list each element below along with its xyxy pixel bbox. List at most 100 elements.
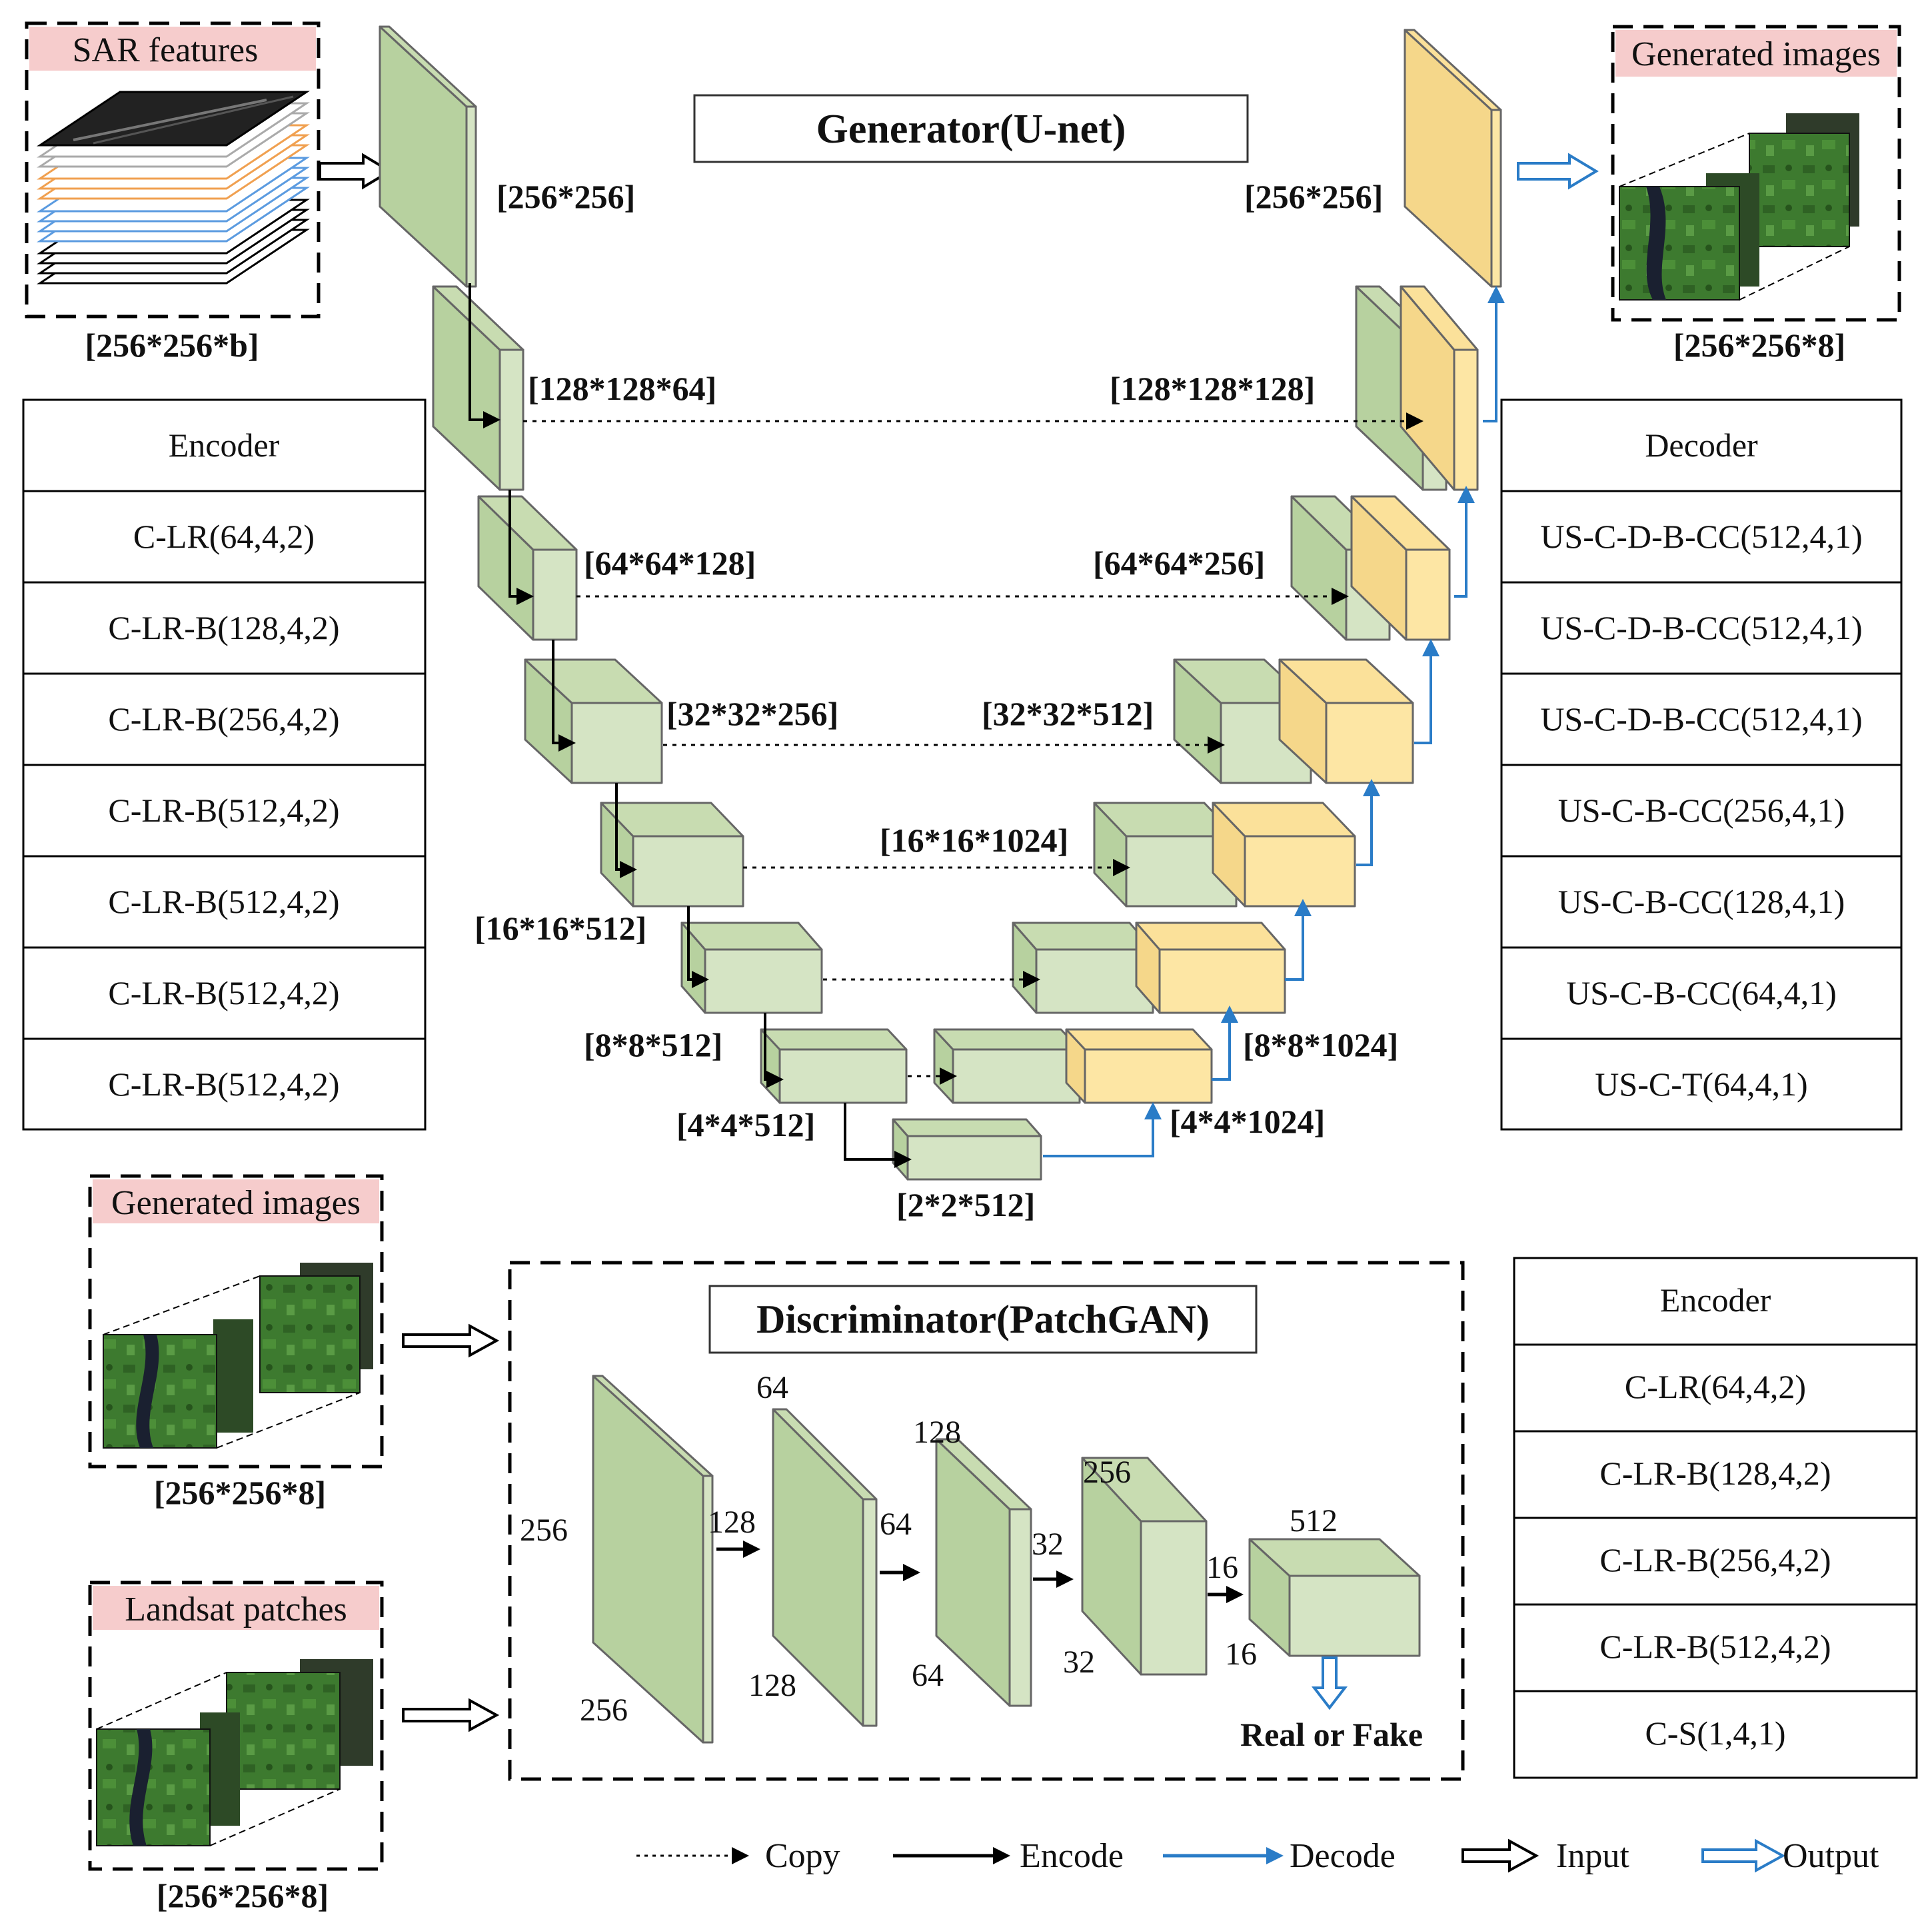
decoder-block-2-front (1405, 548, 1451, 641)
encode-arrow (764, 1013, 784, 1088)
encoder-table: Encoder C-LR(64,4,2) C-LR-B(128,4,2) C-L… (22, 398, 427, 1131)
disc-dim-label: 256 (1083, 1455, 1131, 1490)
disc-input-arrow-2 (402, 1698, 500, 1732)
encode-arrow (687, 906, 709, 988)
encoder-block-5 (680, 922, 823, 1014)
legend-output-label: Output (1783, 1837, 1879, 1875)
disc-dim-label: 256 (520, 1513, 568, 1548)
encoder-input-layer-front (465, 105, 477, 288)
decoder-row: US-C-T(64,4,1) (1595, 1065, 1807, 1103)
decoder-table: Decoder US-C-D-B-CC(512,4,1) US-C-D-B-CC… (1500, 398, 1903, 1131)
decoder-block-5-top (1135, 922, 1286, 951)
discriminator-title: Discriminator(PatchGAN) (756, 1297, 1210, 1341)
disc-layer-4 (1081, 1457, 1208, 1676)
disc-layer-1 (592, 1375, 714, 1744)
encoder-block-2 (477, 495, 578, 641)
disc-layer-1-side (592, 1375, 704, 1744)
encoder-block-7-top (892, 1118, 1042, 1137)
discriminator-title-box (708, 1285, 1258, 1354)
legend-decode-label: Decode (1290, 1837, 1396, 1875)
decode-arrow (1454, 486, 1475, 598)
discriminator-panel (508, 1261, 1465, 1781)
disc-dim-label: 32 (1063, 1644, 1095, 1680)
encoder-block-6-top (760, 1028, 908, 1051)
encoder-block-1-front (498, 348, 524, 491)
unet-connections (469, 283, 1505, 1168)
encoder-row: C-LR-B(256,4,2) (108, 700, 339, 738)
decoder-dim-label: [64*64*256] (1093, 544, 1265, 582)
decoder-copy-5 (1012, 922, 1154, 1014)
disc-generated-size: [256*256*8] (154, 1474, 326, 1511)
generated-images-label: Generated images (1631, 35, 1881, 73)
decoder-copy-6-top (933, 1028, 1081, 1051)
decoder-dim-label: [4*4*1024] (1170, 1103, 1325, 1140)
disc-dim-label: 128 (708, 1505, 756, 1540)
decoder-row: US-C-B-CC(64,4,1) (1566, 974, 1837, 1011)
disc-table-row: C-LR(64,4,2) (1625, 1368, 1806, 1405)
disc-dim-label: 16 (1225, 1636, 1257, 1672)
discriminator-labels: 256 256 128 64 128 64 128 64 32 256 32 1… (520, 1370, 1423, 1753)
decode-arrow (1414, 639, 1440, 744)
decoder-output-layer (1404, 29, 1502, 288)
disc-dim-label: 256 (580, 1692, 628, 1728)
encoder-row: C-LR-B(512,4,2) (108, 1065, 339, 1103)
unet-dimension-labels: [256*256] [128*128*64] [64*64*128] [32*3… (475, 178, 1398, 1223)
decoder-copy-6 (933, 1028, 1081, 1104)
disc-landsat-image-stack (96, 1659, 373, 1846)
decoder-dim-label: [256*256] (1244, 178, 1383, 215)
disc-layer-1-front (702, 1475, 714, 1744)
generator-title: Generator(U-net) (816, 107, 1126, 152)
encode-arrow (469, 283, 500, 428)
decode-arrow (1356, 779, 1380, 866)
disc-layer-2-front (862, 1498, 878, 1727)
disc-dim-label: 512 (1290, 1503, 1338, 1539)
disc-layer-4-front (1140, 1520, 1208, 1676)
encoder-dim-label: [256*256] (496, 178, 635, 215)
encoder-dim-label: [2*2*512] (896, 1186, 1035, 1223)
decode-arrow (1043, 1102, 1162, 1157)
legend-output-arrow (1701, 1838, 1786, 1873)
encoder-row: C-LR-B(512,4,2) (108, 974, 339, 1011)
encoder-dim-label: [8*8*512] (584, 1026, 722, 1063)
disc-dim-label: 128 (913, 1415, 961, 1450)
disc-encoder-table: Encoder C-LR(64,4,2) C-LR-B(128,4,2) C-L… (1513, 1257, 1918, 1779)
decode-arrow (1212, 1005, 1238, 1081)
disc-generated-label: Generated images (111, 1184, 361, 1222)
discriminator-blocks (592, 1375, 1421, 1744)
decoder-block-5 (1135, 922, 1286, 1014)
decoder-copy-6-front (952, 1048, 1081, 1104)
decoder-block-3 (1278, 658, 1414, 784)
disc-table-row: C-LR-B(128,4,2) (1599, 1455, 1831, 1492)
decode-arrow (1483, 286, 1505, 422)
decoder-row: US-C-D-B-CC(512,4,1) (1540, 700, 1862, 738)
sar-feature-stack (37, 91, 310, 285)
encoder-block-6-front (778, 1048, 908, 1104)
decoder-copy-4 (1093, 802, 1238, 908)
legend-encode-label: Encode (1020, 1837, 1124, 1875)
disc-generated-image-stack (103, 1263, 373, 1449)
sar-input-size: [256*256*b] (85, 326, 259, 364)
decoder-row: US-C-D-B-CC(512,4,1) (1540, 609, 1862, 646)
encode-arrow (508, 490, 534, 605)
disc-landsat-size: [256*256*8] (157, 1877, 329, 1914)
decoder-dim-label: [128*128*128] (1110, 370, 1315, 407)
sar-features-panel: SAR features [256*256*b] (25, 21, 321, 364)
decoder-copy-5-front (1035, 948, 1154, 1014)
encoder-block-1 (432, 285, 524, 491)
decoder-block-6 (1065, 1028, 1213, 1104)
encoder-dim-label: [64*64*128] (584, 544, 756, 582)
encoder-block-5-front (704, 948, 823, 1014)
disc-table-row: C-LR-B(512,4,2) (1599, 1628, 1831, 1665)
encode-arrow (552, 640, 576, 752)
disc-dim-label: 16 (1206, 1550, 1238, 1585)
encode-arrow (615, 783, 637, 878)
disc-layer-5-front (1288, 1575, 1421, 1657)
legend-input-label: Input (1556, 1837, 1629, 1875)
encoder-dim-label: [4*4*512] (676, 1106, 815, 1143)
unet-blocks (379, 25, 1502, 1181)
encode-arrow (844, 1103, 912, 1168)
encoder-table-header: Encoder (169, 426, 280, 464)
decoder-output-layer-front (1490, 109, 1502, 288)
decoder-dim-label: [8*8*1024] (1243, 1026, 1398, 1063)
